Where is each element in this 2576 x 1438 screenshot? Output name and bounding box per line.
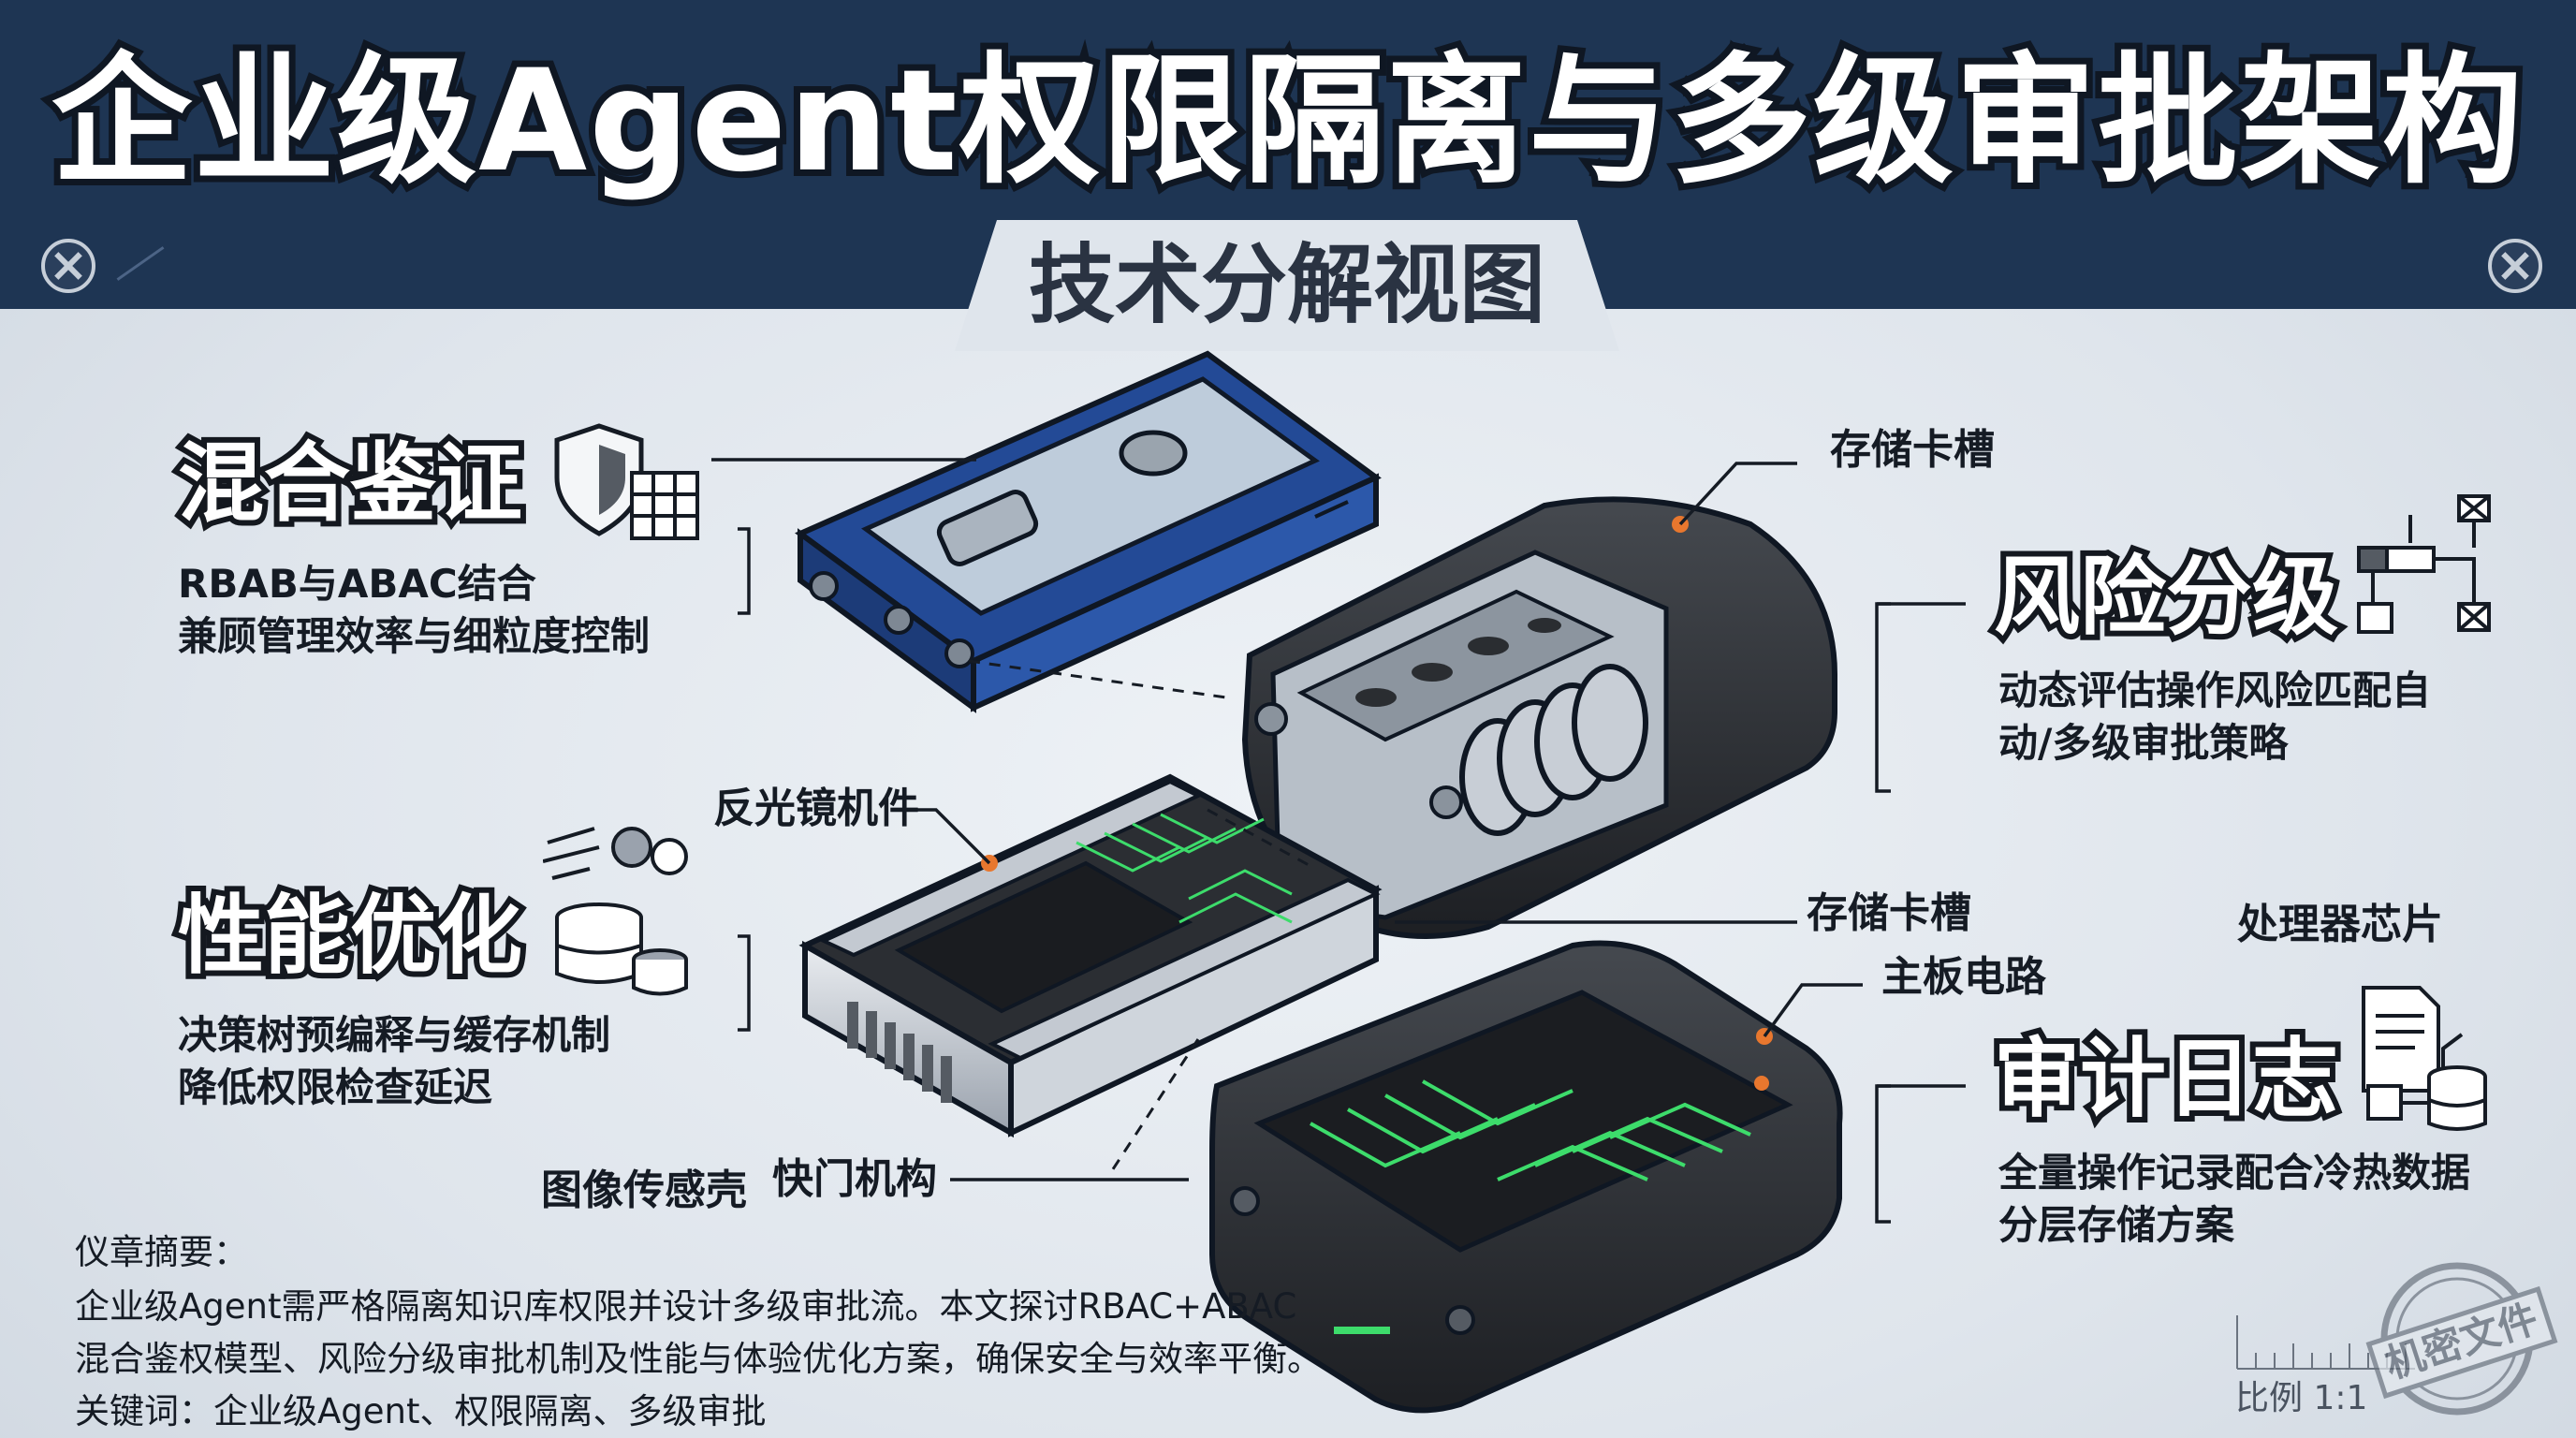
callout-storage-slot-top: 存储卡槽 [1830, 426, 1995, 474]
scale-label: 比例 1:1 [2235, 1379, 2368, 1417]
hybrid-auth-title: 混合鉴证 [172, 428, 528, 539]
screw-icon-left [41, 239, 95, 293]
audit-log-desc-line-1: 全量操作记录配合冷热数据 [1998, 1150, 2471, 1196]
callout-shutter: 快门机构 [772, 1155, 937, 1203]
silver-circuit-module [798, 773, 1383, 1138]
performance-title: 性能优化 [172, 880, 528, 991]
subtitle-tab [955, 220, 1619, 351]
audit-document-icon [2362, 986, 2487, 1131]
callout-leader-lines [711, 458, 1863, 1181]
dark-circuit-module [1209, 940, 1843, 1414]
abstract-line-1: 企业级Agent需严格隔离知识库权限并设计多级审批流。本文探讨RBAC+ABAC [75, 1286, 1297, 1327]
risk-grading-desc-line-2: 动/多级审批策略 [1998, 720, 2289, 766]
risk-flow-icon [2357, 494, 2491, 634]
hybrid-auth-desc-line-2: 兼顾管理效率与细粒度控制 [178, 613, 651, 659]
risk-grading-desc-line-1: 动态评估操作风险匹配自 [1998, 668, 2432, 713]
screw-icon-right [2488, 239, 2542, 293]
callout-mainboard: 主板电路 [1881, 953, 2046, 1001]
performance-desc-line-1: 决策树预编释与缓存机制 [178, 1012, 611, 1058]
confidential-stamp: 机密文件 [2365, 1262, 2558, 1416]
callout-storage-slot-mid: 存储卡槽 [1807, 889, 1971, 937]
dark-storage-module [1241, 496, 1837, 939]
audit-log-title: 审计日志 [1988, 1023, 2344, 1135]
callout-processor: 处理器芯片 [2237, 901, 2443, 948]
page-title: 企业级Agent权限隔离与多级审批架构 [45, 34, 2529, 210]
blue-cover-component [795, 350, 1382, 713]
page-subtitle: 技术分解视图 [1028, 235, 1545, 335]
callout-sensor-shell: 图像传感壳 [541, 1167, 747, 1214]
audit-log-desc-line-2: 分层存储方案 [1998, 1202, 2235, 1248]
performance-cache-icon [543, 827, 688, 996]
risk-grading-title: 风险分级 [1988, 541, 2344, 653]
shield-grid-icon [554, 423, 699, 540]
abstract-line-2: 混合鉴权模型、风险分级审批机制及性能与体验优化方案，确保安全与效率平衡。 [75, 1339, 1322, 1379]
hybrid-auth-desc-line-1: RBAB与ABAC结合 [178, 561, 536, 607]
abstract-keywords: 关键词：企业级Agent、权限隔离、多级审批 [75, 1391, 767, 1431]
section-brackets [738, 527, 1966, 1224]
callout-reflector: 反光镜机件 [713, 785, 919, 832]
abstract-heading: 仪章摘要： [75, 1232, 248, 1272]
performance-desc-line-2: 降低权限检查延迟 [178, 1064, 493, 1110]
